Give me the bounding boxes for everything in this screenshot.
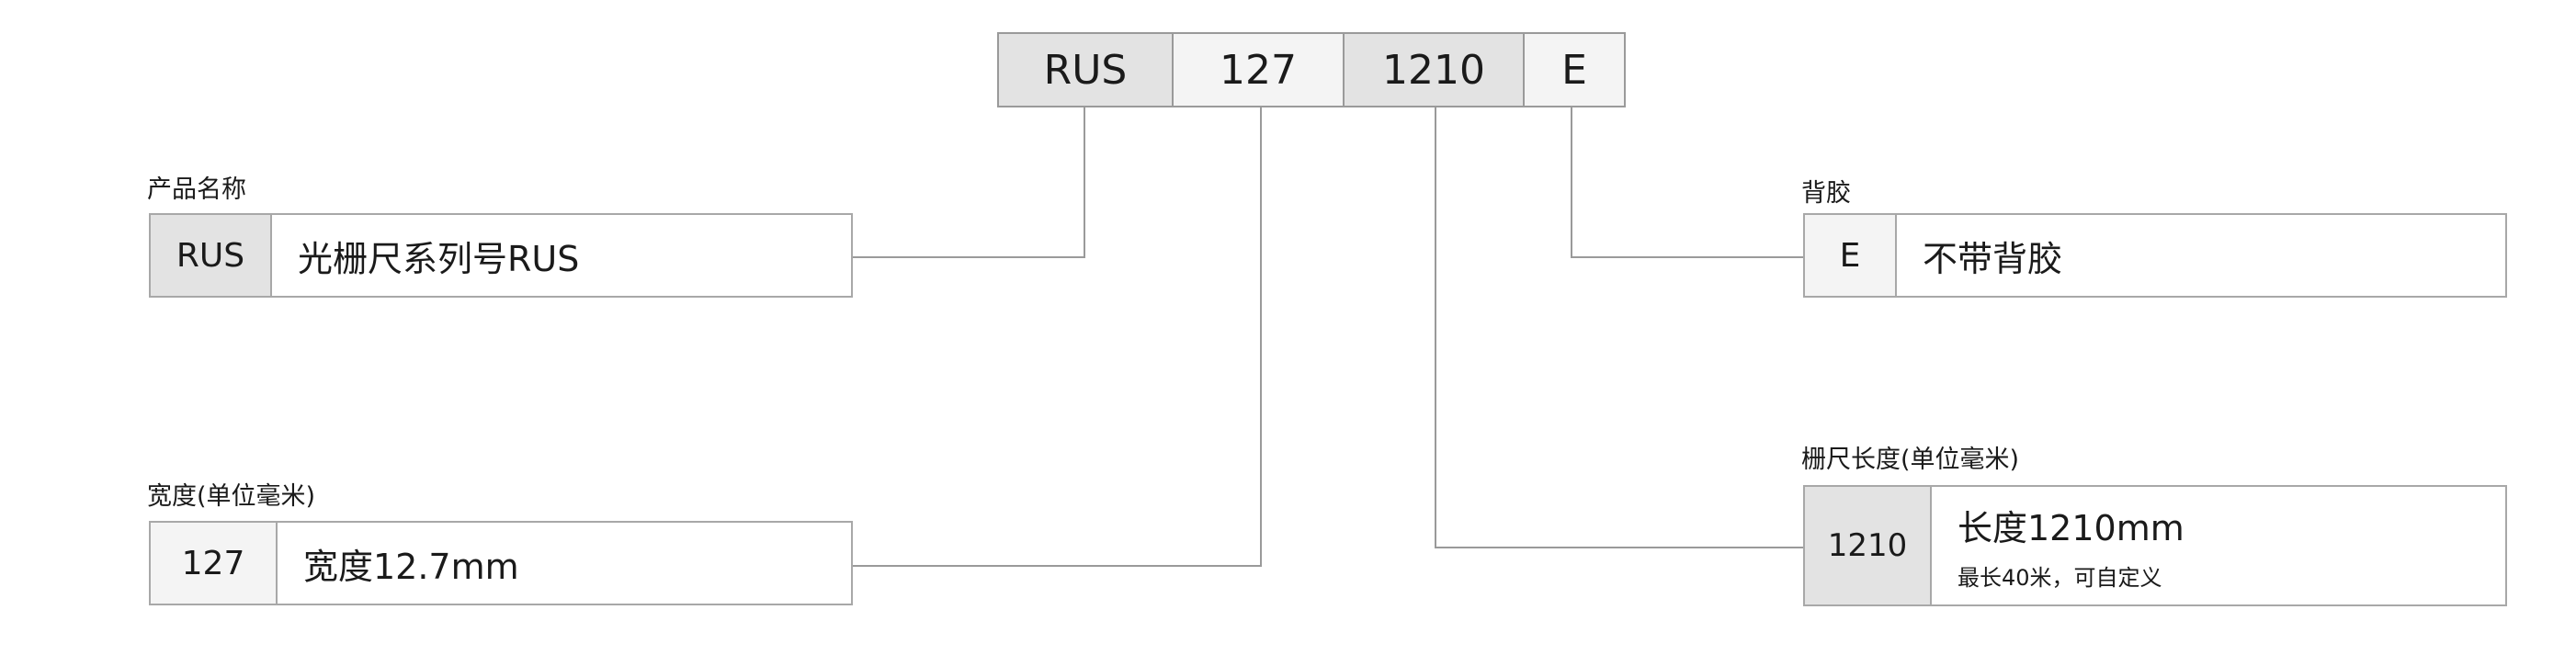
length-label: 栅尺长度(单位毫米)	[1801, 446, 2020, 474]
length-description-group: 长度1210mm 最长40米，可自定义	[1932, 487, 2184, 604]
adhesive-label: 背胶	[1801, 179, 1851, 208]
product-name-description-group: 光栅尺系列号RUS	[272, 215, 579, 296]
length-box: 1210 长度1210mm 最长40米，可自定义	[1803, 485, 2507, 606]
product-name-code: RUS	[151, 215, 272, 296]
product-name-description: 光栅尺系列号RUS	[298, 238, 580, 279]
adhesive-code: E	[1805, 215, 1897, 296]
connector-127	[853, 107, 1262, 567]
width-code: 127	[151, 523, 278, 604]
width-description-group: 宽度12.7mm	[278, 523, 519, 604]
connector-e	[1571, 107, 1803, 258]
width-description: 宽度12.7mm	[303, 546, 519, 587]
code-segment-e: E	[1525, 34, 1624, 106]
length-code: 1210	[1805, 487, 1932, 604]
product-name-label: 产品名称	[147, 175, 246, 204]
code-segment-rus: RUS	[999, 34, 1174, 106]
width-label: 宽度(单位毫米)	[147, 482, 316, 511]
length-description: 长度1210mm	[1958, 508, 2184, 548]
product-name-box: RUS 光栅尺系列号RUS	[149, 213, 853, 298]
code-bar: RUS 127 1210 E	[997, 32, 1626, 107]
code-segment-127: 127	[1174, 34, 1345, 106]
adhesive-box: E 不带背胶	[1803, 213, 2507, 298]
width-box: 127 宽度12.7mm	[149, 521, 853, 605]
connector-rus	[853, 107, 1085, 258]
adhesive-description: 不带背胶	[1923, 238, 2063, 279]
adhesive-description-group: 不带背胶	[1897, 215, 2062, 296]
code-segment-1210: 1210	[1345, 34, 1525, 106]
length-note: 最长40米，可自定义	[1958, 565, 2162, 591]
connector-1210	[1435, 107, 1803, 548]
